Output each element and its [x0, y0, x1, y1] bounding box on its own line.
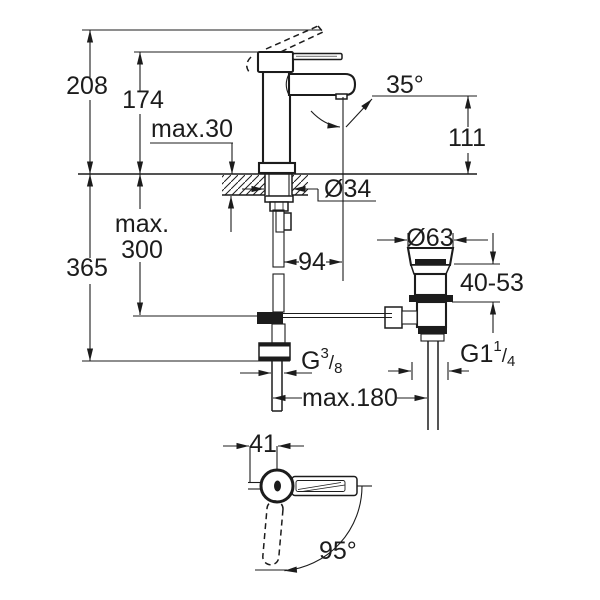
lever-swivelled-dashed	[262, 500, 284, 566]
thread-slash: /	[329, 353, 335, 374]
thread-main: G1	[460, 340, 493, 368]
dashed-lever-tip	[317, 25, 324, 33]
angle-arc	[310, 110, 341, 129]
thread-main: G	[301, 347, 320, 375]
dim-label: max.30	[151, 115, 233, 143]
mounting-hardware	[264, 173, 294, 233]
faucet-side-view	[78, 25, 477, 175]
dim-label: G11/4	[460, 338, 515, 370]
dim-label: 94	[298, 248, 326, 276]
waste-upper-body	[413, 272, 448, 297]
waste-gasket	[409, 295, 453, 302]
dim-basin-clamp-range: 40-53	[452, 233, 524, 333]
aerator	[335, 93, 348, 100]
dim-waste-thread: G11/4	[388, 338, 515, 380]
hose-elbow-fitting	[257, 312, 283, 324]
dim-supply-thread: G3/8	[240, 345, 342, 377]
dim-spout-clearance: 111	[372, 95, 486, 174]
faucet-top-view: 41 95°	[223, 430, 372, 573]
dim-label: 208	[66, 72, 108, 100]
counter-hatch-left	[222, 175, 265, 195]
dim-label: 365	[66, 254, 108, 282]
dashed-lever-outline	[262, 500, 284, 566]
dim-label: 40-53	[460, 269, 524, 297]
dim-label: max.180	[302, 384, 398, 412]
dim-hole-diameter: Ø34	[242, 175, 376, 203]
thread-sup: 3	[320, 345, 328, 362]
cartridge-head	[256, 50, 295, 74]
thread-sub: 4	[507, 353, 515, 370]
dim-label: Ø63	[406, 224, 453, 252]
supply-hose	[133, 209, 392, 412]
dim-label: 35°	[386, 71, 424, 99]
lever-inner-detail	[295, 480, 346, 492]
thread-sub: 8	[334, 360, 342, 377]
lever-raised-dashed	[246, 25, 324, 74]
lever-shading	[297, 482, 342, 490]
dim-label: max.	[115, 210, 169, 238]
counter-section	[222, 174, 308, 196]
faucet-base	[257, 161, 297, 175]
dim-deck-thickness: max.30	[150, 115, 236, 232]
thread-sup: 1	[493, 338, 501, 355]
threaded-shank	[268, 173, 290, 197]
dim-height-to-spout: 174	[122, 52, 164, 174]
dim-label-offset: 41	[249, 430, 277, 458]
counter-hatch-right	[292, 175, 308, 195]
washer	[264, 195, 294, 203]
dim-label: 300	[121, 236, 163, 264]
dim-aerator-angle: 35°	[310, 71, 424, 281]
waste-lower-body	[415, 300, 448, 329]
spout-cap-curve	[285, 73, 290, 96]
hose-upper	[272, 209, 285, 268]
dim-label: 174	[122, 86, 164, 114]
drain-assembly	[384, 246, 455, 430]
waste-plug-seal	[415, 259, 446, 265]
rod-connector-neck	[401, 310, 418, 325]
faucet-body	[261, 70, 292, 165]
mounting-bracket	[284, 212, 292, 231]
spout	[287, 72, 357, 97]
dim-spout-reach: 94	[284, 248, 342, 276]
waste-locknut	[418, 327, 447, 334]
dim-below-deck-overall: 365	[66, 174, 290, 362]
swivel-arc	[284, 485, 363, 573]
waste-ring	[420, 333, 445, 342]
dashed-lever-pivot	[246, 56, 252, 74]
dim-height-overall: 208	[66, 30, 108, 174]
dim-label-swivel-angle: 95°	[319, 537, 357, 565]
dim-label: Ø34	[324, 175, 371, 203]
nut-band	[259, 343, 290, 347]
nut-band	[259, 356, 290, 360]
dim-hose-length: max. 300	[115, 174, 169, 315]
waste-cone	[409, 264, 452, 275]
stream-direction-line	[345, 98, 373, 128]
dim-waste-flange-diameter: Ø63	[377, 224, 488, 252]
hose-threaded-end	[271, 323, 286, 344]
mounting-stud	[275, 210, 285, 233]
leader-line	[317, 189, 376, 202]
cartridge-pin	[274, 480, 281, 492]
dim-label: 111	[448, 124, 486, 152]
thread-slash: /	[502, 346, 508, 367]
hose-lower	[272, 273, 285, 313]
dim-centre-distance: max.180	[273, 384, 427, 412]
lever-shading	[301, 484, 346, 492]
dim-label: G3/8	[301, 345, 342, 377]
lever-top-view	[291, 475, 358, 497]
